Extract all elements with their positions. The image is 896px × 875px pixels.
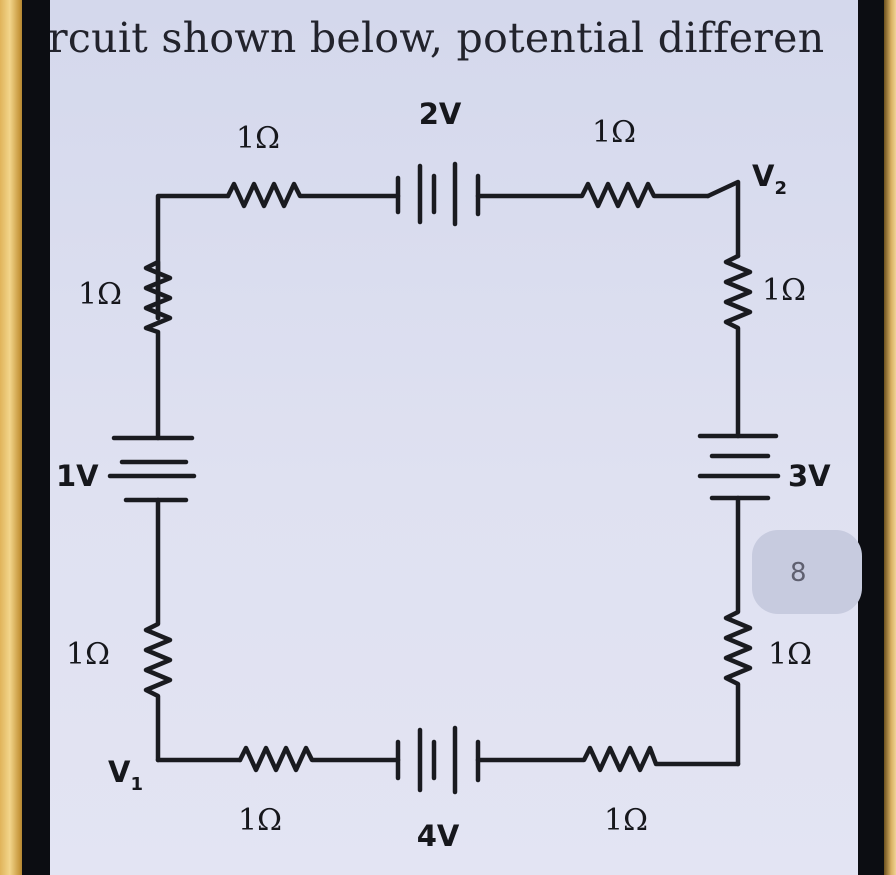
top-branch <box>155 161 741 321</box>
label-res-right-lower: 1Ω <box>768 637 812 672</box>
label-res-right-upper: 1Ω <box>762 273 806 308</box>
left-branch <box>107 259 243 763</box>
label-res-left-upper: 1Ω <box>78 277 122 312</box>
phone-bezel-left <box>22 0 52 875</box>
label-res-top-right: 1Ω <box>592 115 636 150</box>
label-node-v2: V2 <box>752 159 787 199</box>
resistor-right-upper <box>723 253 753 439</box>
node-v1-subscript: 1 <box>130 774 143 795</box>
battery-left <box>107 435 197 503</box>
label-res-bottom-right: 1Ω <box>604 803 648 838</box>
battery-top <box>395 161 481 227</box>
resistor-left-upper <box>143 259 173 441</box>
overlay-page-badge[interactable] <box>752 530 862 614</box>
resistor-bottom-left <box>237 745 401 773</box>
top-wire-right <box>705 179 741 259</box>
battery-bottom <box>395 725 481 795</box>
node-v2-subscript: 2 <box>774 178 787 199</box>
question-text: rcuit shown below, potential differen <box>50 14 825 62</box>
label-battery-left: 1V <box>56 459 99 493</box>
resistor-top-left <box>225 181 401 209</box>
resistor-right-lower <box>723 495 753 767</box>
node-v2-letter: V <box>752 159 775 193</box>
label-res-top-left: 1Ω <box>236 121 280 156</box>
label-battery-right: 3V <box>788 459 831 493</box>
right-branch <box>697 253 781 767</box>
node-v1-letter: V <box>108 755 131 789</box>
resistor-top-right <box>475 181 711 209</box>
label-battery-top: 2V <box>419 97 462 131</box>
resistor-left-lower <box>143 497 173 763</box>
label-node-v1: V1 <box>108 755 143 795</box>
resistor-bottom-right <box>475 745 741 773</box>
phone-gold-edge-right <box>884 0 896 875</box>
bottom-branch <box>237 725 741 795</box>
label-res-left-lower: 1Ω <box>66 637 110 672</box>
label-res-bottom-left: 1Ω <box>238 803 282 838</box>
battery-right <box>697 433 781 501</box>
overlay-page-badge-text: 8 <box>790 558 807 588</box>
label-battery-bottom: 4V <box>417 819 460 853</box>
